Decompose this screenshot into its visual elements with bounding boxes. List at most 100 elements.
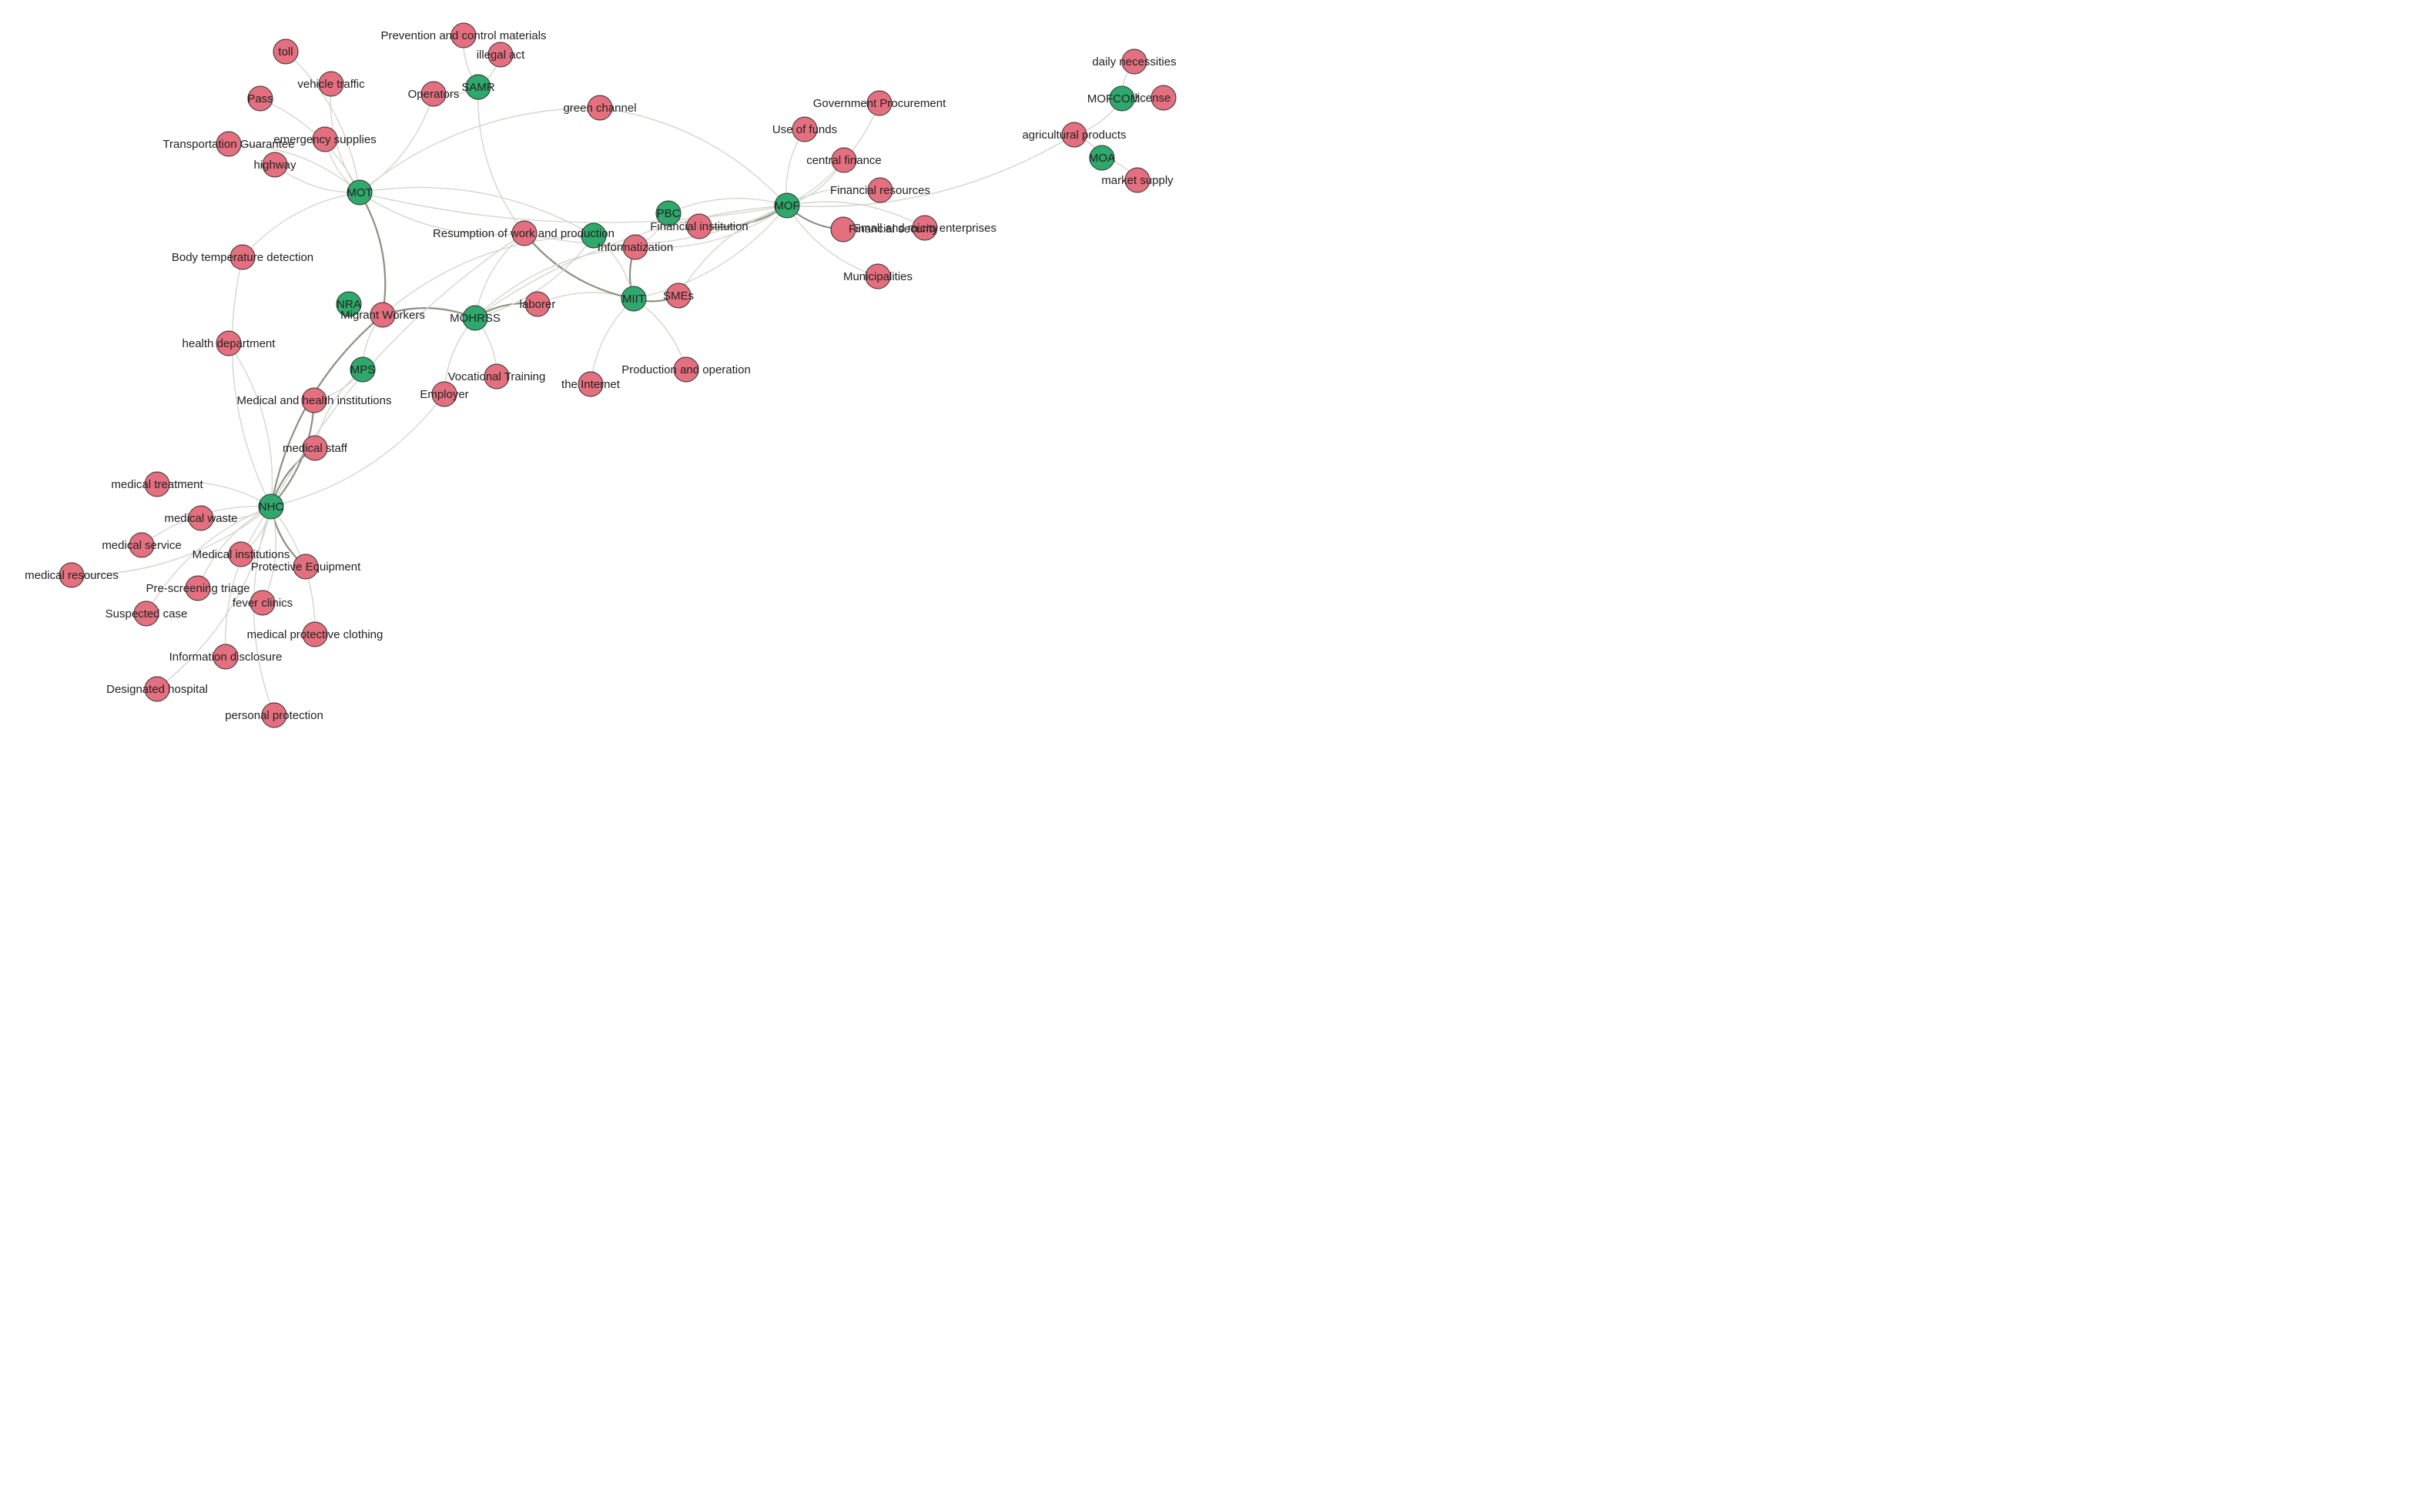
node-nhc[interactable] [258, 493, 284, 520]
node-financial-institution[interactable] [686, 213, 712, 239]
node-circle-mof[interactable] [774, 192, 800, 219]
node-circle-mps[interactable] [350, 356, 376, 383]
node-circle-medical-institutions[interactable] [228, 541, 254, 567]
node-body-temperature[interactable] [229, 244, 256, 270]
node-the-internet[interactable] [578, 371, 604, 397]
node-medical-resources[interactable] [59, 562, 85, 588]
node-employer[interactable] [431, 381, 457, 407]
node-operators[interactable] [420, 81, 447, 107]
node-toll[interactable] [273, 38, 299, 65]
node-daily-necessities[interactable] [1121, 49, 1147, 75]
node-medical-institutions[interactable] [228, 541, 254, 567]
node-circle-prevention-materials[interactable] [450, 22, 477, 49]
node-circle-personal-protection[interactable] [261, 702, 287, 728]
node-circle-medical-treatment[interactable] [144, 471, 170, 497]
node-circle-nhc[interactable] [258, 493, 284, 520]
node-circle-medical-staff[interactable] [302, 435, 328, 461]
node-emergency-supplies[interactable] [312, 126, 338, 152]
node-circle-resumption[interactable] [511, 220, 538, 246]
node-suspected-case[interactable] [133, 600, 159, 627]
node-pbc[interactable] [655, 200, 682, 226]
node-pass[interactable] [247, 85, 273, 112]
node-pre-screening[interactable] [185, 575, 211, 601]
node-circle-medical-resources[interactable] [59, 562, 85, 588]
node-circle-the-internet[interactable] [578, 371, 604, 397]
node-samr[interactable] [465, 74, 491, 100]
node-resumption[interactable] [511, 220, 538, 246]
node-market-supply[interactable] [1124, 167, 1150, 193]
node-circle-health-department[interactable] [216, 330, 242, 356]
node-miit[interactable] [621, 286, 647, 312]
node-circle-information-disclosure[interactable] [213, 644, 239, 670]
node-circle-pass[interactable] [247, 85, 273, 112]
node-moa[interactable] [1089, 145, 1115, 171]
node-municipalities[interactable] [865, 263, 891, 289]
node-production-operation[interactable] [673, 356, 699, 383]
node-designated-hospital[interactable] [144, 676, 170, 702]
node-circle-suspected-case[interactable] [133, 600, 159, 627]
node-central-finance[interactable] [831, 147, 857, 173]
node-laborer[interactable] [524, 291, 551, 317]
node-illegal-act[interactable] [487, 42, 514, 68]
node-circle-fever-clinics[interactable] [250, 590, 276, 616]
node-circle-illegal-act[interactable] [487, 42, 514, 68]
node-license[interactable] [1150, 85, 1177, 111]
node-circle-vocational-training[interactable] [484, 363, 510, 390]
node-circle-body-temperature[interactable] [229, 244, 256, 270]
node-circle-samr[interactable] [465, 74, 491, 100]
node-circle-financial-resources[interactable] [867, 177, 893, 203]
node-circle-transportation-guarantee[interactable] [216, 131, 242, 157]
node-smes[interactable] [665, 283, 692, 309]
node-circle-informatization[interactable] [622, 234, 648, 260]
node-circle-central-finance[interactable] [831, 147, 857, 173]
node-circle-emergency-supplies[interactable] [312, 126, 338, 152]
node-circle-pre-screening[interactable] [185, 575, 211, 601]
node-ndrc[interactable] [581, 222, 607, 249]
node-circle-migrant-workers[interactable] [370, 302, 396, 328]
node-financial-resources[interactable] [867, 177, 893, 203]
node-circle-use-of-funds[interactable] [792, 116, 818, 142]
node-circle-pbc[interactable] [655, 200, 682, 226]
node-fever-clinics[interactable] [250, 590, 276, 616]
node-circle-mofcom[interactable] [1109, 85, 1135, 112]
node-health-department[interactable] [216, 330, 242, 356]
node-medical-service[interactable] [129, 532, 155, 558]
node-circle-medical-health-institutions[interactable] [301, 387, 327, 413]
node-green-channel[interactable] [587, 95, 613, 121]
node-circle-vehicle-traffic[interactable] [318, 71, 344, 97]
node-circle-laborer[interactable] [524, 291, 551, 317]
node-migrant-workers[interactable] [370, 302, 396, 328]
node-government-procurement[interactable] [866, 90, 893, 116]
node-circle-operators[interactable] [420, 81, 447, 107]
node-circle-medical-service[interactable] [129, 532, 155, 558]
node-circle-miit[interactable] [621, 286, 647, 312]
node-vehicle-traffic[interactable] [318, 71, 344, 97]
node-circle-government-procurement[interactable] [866, 90, 893, 116]
node-medical-staff[interactable] [302, 435, 328, 461]
node-circle-green-channel[interactable] [587, 95, 613, 121]
node-personal-protection[interactable] [261, 702, 287, 728]
node-circle-protective-clothing[interactable] [302, 621, 328, 647]
node-medical-waste[interactable] [188, 505, 214, 531]
node-circle-market-supply[interactable] [1124, 167, 1150, 193]
node-informatization[interactable] [622, 234, 648, 260]
node-circle-agricultural-products[interactable] [1061, 122, 1087, 148]
node-protective-clothing[interactable] [302, 621, 328, 647]
node-mof[interactable] [774, 192, 800, 219]
node-circle-toll[interactable] [273, 38, 299, 65]
node-circle-municipalities[interactable] [865, 263, 891, 289]
node-circle-small-micro[interactable] [912, 215, 938, 241]
node-medical-treatment[interactable] [144, 471, 170, 497]
node-circle-financial-security[interactable] [830, 216, 856, 243]
node-circle-mohrss[interactable] [462, 305, 488, 331]
node-agricultural-products[interactable] [1061, 122, 1087, 148]
node-mps[interactable] [350, 356, 376, 383]
node-medical-health-institutions[interactable] [301, 387, 327, 413]
node-circle-moa[interactable] [1089, 145, 1115, 171]
node-prevention-materials[interactable] [450, 22, 477, 49]
node-highway[interactable] [262, 152, 288, 178]
node-information-disclosure[interactable] [213, 644, 239, 670]
node-circle-medical-waste[interactable] [188, 505, 214, 531]
node-circle-employer[interactable] [431, 381, 457, 407]
node-mofcom[interactable] [1109, 85, 1135, 112]
